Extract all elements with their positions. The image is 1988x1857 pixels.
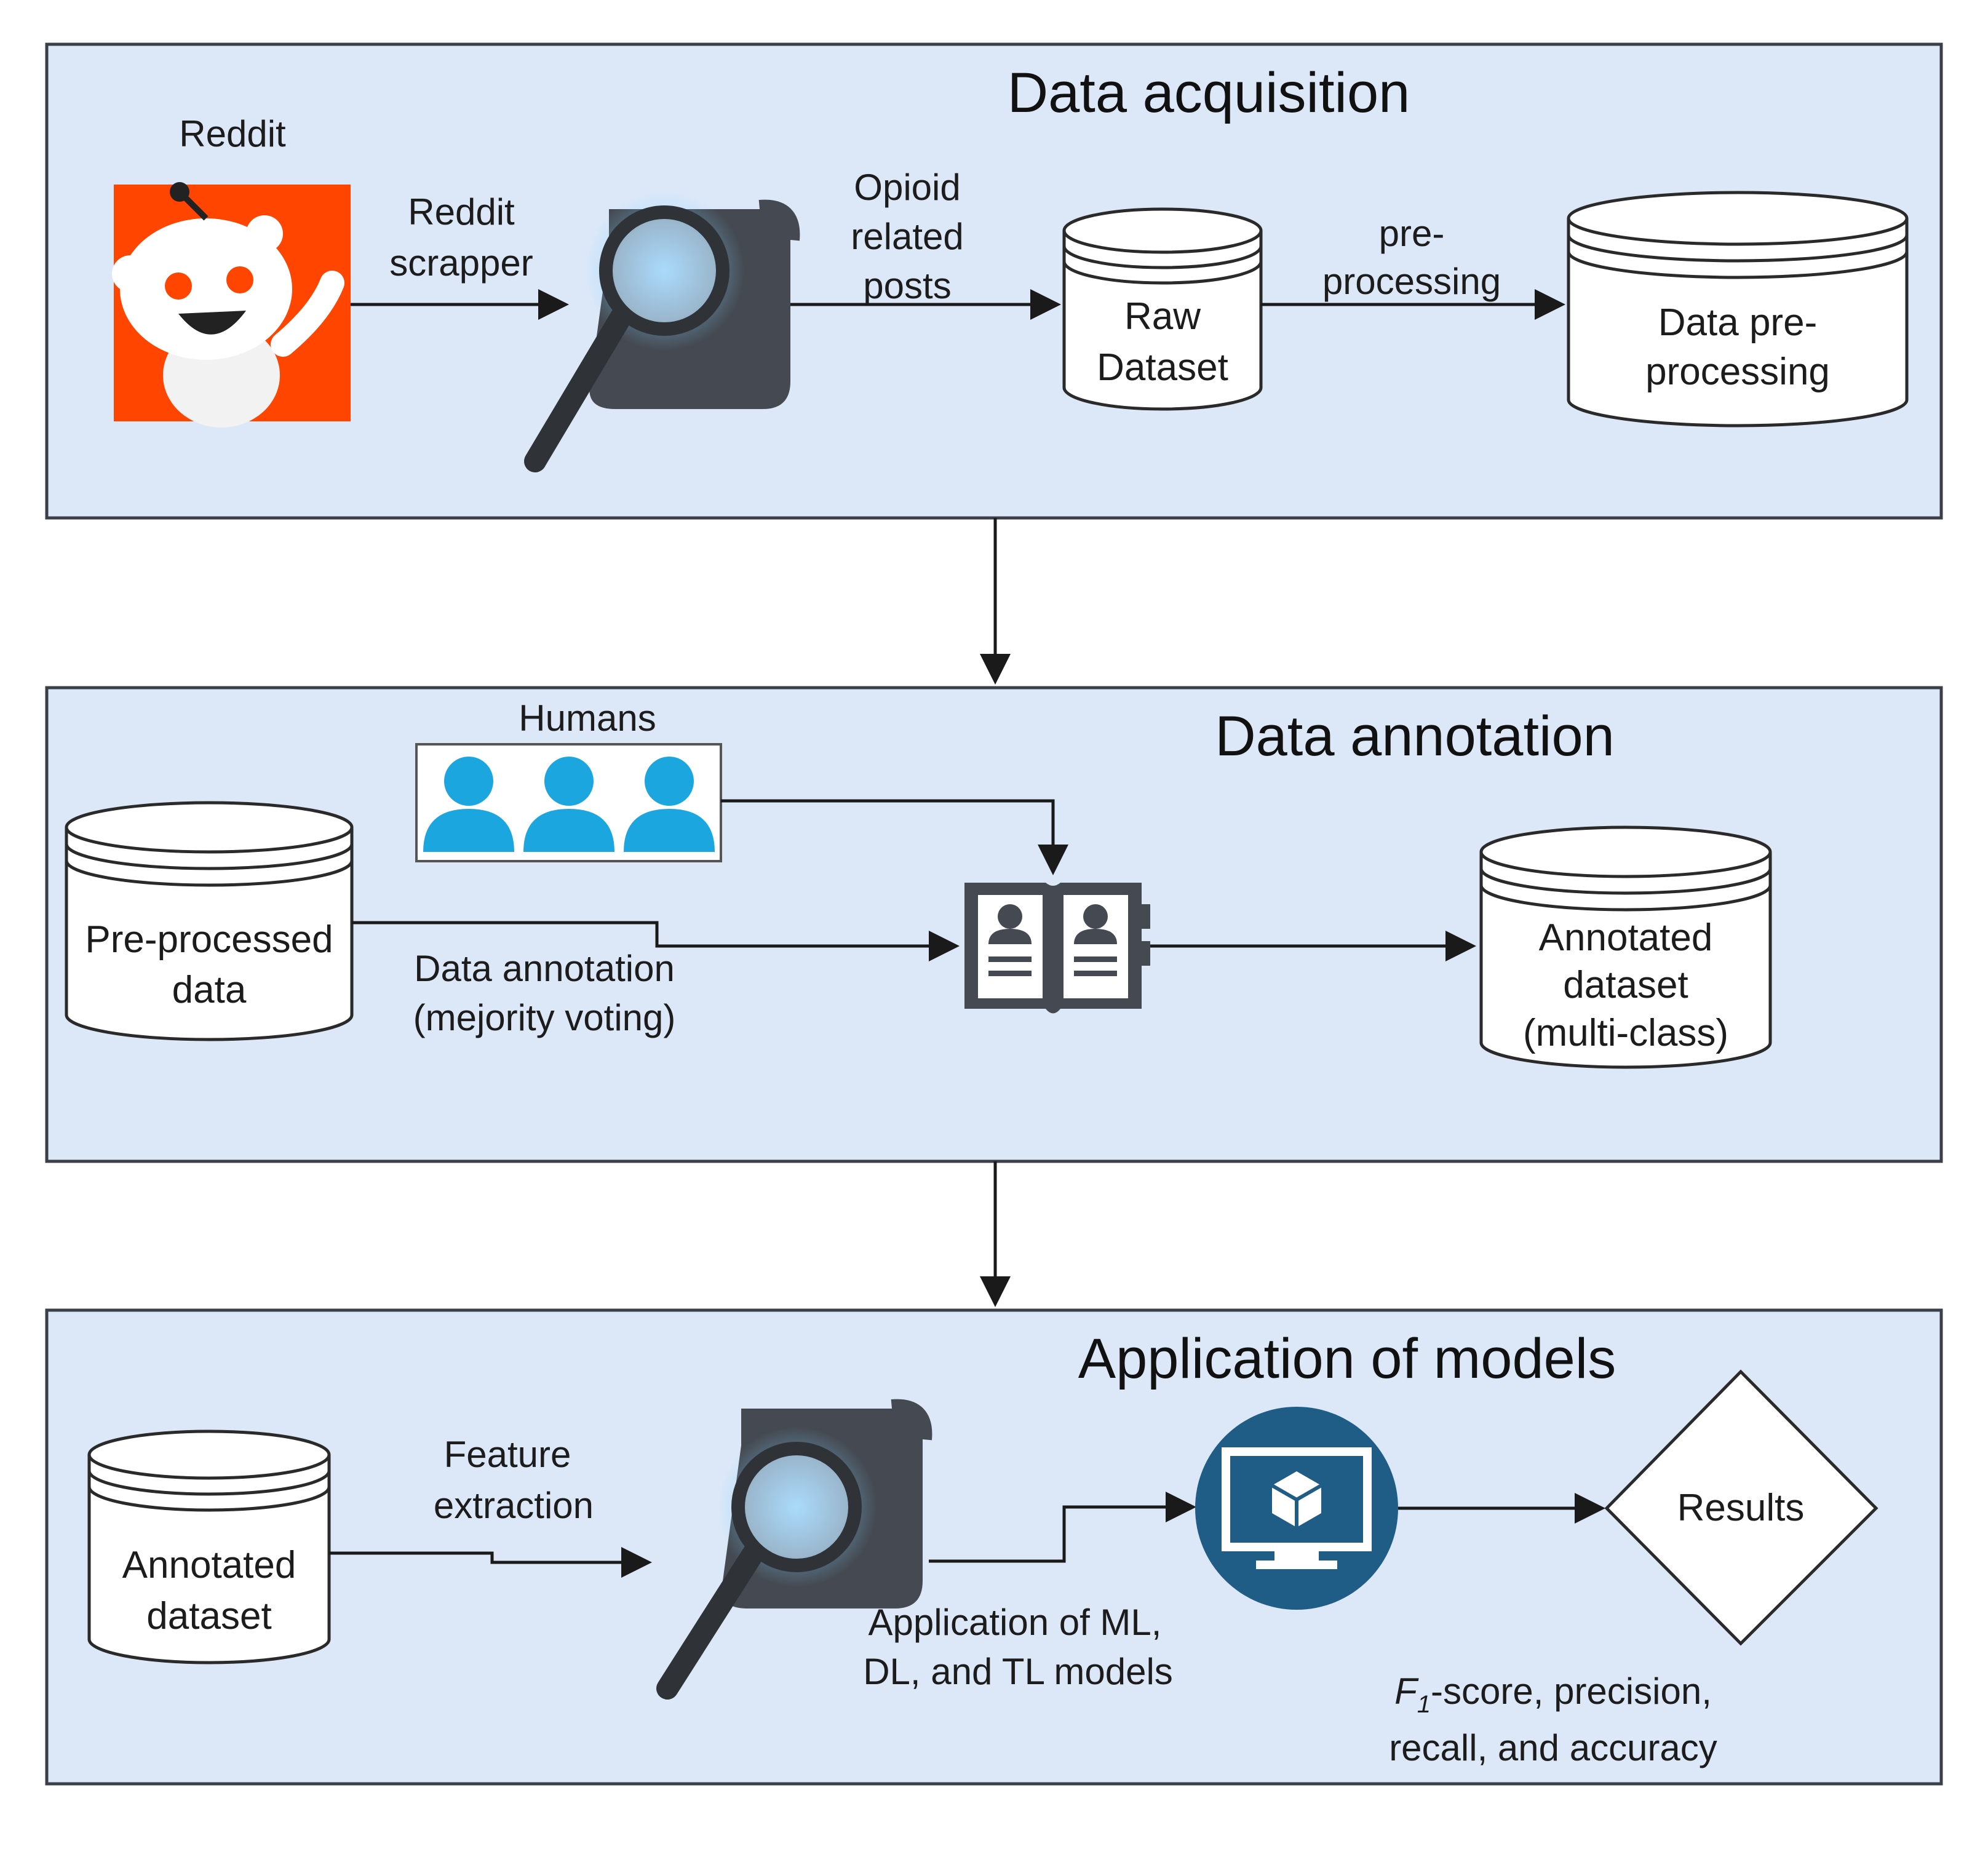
posts-label: related	[851, 216, 963, 257]
panel-box	[45, 1308, 1943, 1786]
arrow-preprocessed-to-annotation	[352, 921, 960, 961]
feature-extraction-icon	[656, 1399, 932, 1700]
arrow-dataset-to-features	[329, 1547, 652, 1578]
metrics-label-line2: recall, and accuracy	[1389, 1727, 1717, 1768]
preprocessing-label: processing	[1322, 261, 1501, 302]
feature-label: Feature	[444, 1434, 571, 1475]
preprocessed-data-label: Pre-processed	[85, 918, 333, 961]
models-label: Application of ML,	[869, 1602, 1162, 1643]
preprocessing-store-label: Data pre-	[1658, 301, 1817, 344]
panel-title: Application of models	[1078, 1327, 1616, 1390]
arrow-features-to-model	[929, 1492, 1196, 1563]
scraper-label: scrapper	[389, 242, 533, 284]
arrow-humans-to-annotation	[721, 799, 1068, 875]
annotation-book-icon	[964, 883, 1150, 1014]
raw-dataset-cylinder: Raw Dataset	[1062, 207, 1263, 411]
preprocessing-label: pre-	[1379, 213, 1445, 254]
results-diamond: Results	[1604, 1369, 1879, 1646]
model-monitor-icon	[1195, 1407, 1398, 1610]
scraper-label: Reddit	[408, 191, 515, 233]
preprocessing-store-label: processing	[1645, 351, 1830, 393]
humans-label: Humans	[519, 698, 656, 739]
posts-label: posts	[863, 265, 951, 306]
posts-label: Opioid	[854, 167, 960, 208]
metrics-subscript: 1	[1417, 1691, 1431, 1718]
annotated-dataset-label: Annotated	[122, 1544, 296, 1586]
metrics-label: F1-score, precision,	[1394, 1671, 1712, 1718]
raw-dataset-label: Raw	[1124, 295, 1201, 338]
annotated-multiclass-label: (multi-class)	[1523, 1012, 1728, 1054]
annotation-label: (mejority voting)	[413, 997, 676, 1038]
preprocessing-cylinder: Data pre- processing	[1567, 191, 1909, 427]
annotated-multiclass-label: dataset	[1563, 964, 1688, 1006]
annotated-dataset-cylinder: Annotated dataset	[87, 1430, 331, 1664]
reddit-logo-icon	[112, 182, 351, 427]
annotated-dataset-label: dataset	[146, 1595, 271, 1637]
panel-title: Data acquisition	[1008, 62, 1410, 124]
metrics-f: F	[1394, 1671, 1419, 1712]
annotated-multiclass-label: Annotated	[1539, 917, 1713, 959]
panel-data-annotation: Data annotation Humans Pre-processed dat…	[45, 686, 1943, 1163]
preprocessed-data-label: data	[172, 969, 247, 1011]
scraper-icon	[524, 191, 800, 472]
annotated-multiclass-cylinder: Annotated dataset (multi-class)	[1479, 825, 1772, 1069]
panel-data-acquisition: Data acquisition Reddit Reddit scrapper	[45, 42, 1943, 520]
results-label: Results	[1677, 1487, 1805, 1529]
panel-title: Data annotation	[1215, 705, 1615, 768]
preprocessed-data-cylinder: Pre-processed data	[65, 801, 354, 1041]
reddit-label: Reddit	[179, 113, 286, 154]
models-label: DL, and TL models	[863, 1651, 1173, 1692]
feature-label: extraction	[434, 1485, 594, 1526]
raw-dataset-label: Dataset	[1097, 346, 1228, 389]
metrics-rest: -score, precision,	[1431, 1671, 1712, 1712]
annotation-label: Data annotation	[414, 948, 675, 989]
humans-icon	[415, 743, 722, 862]
panel-application-of-models: Application of models Annotated dataset …	[45, 1308, 1943, 1786]
